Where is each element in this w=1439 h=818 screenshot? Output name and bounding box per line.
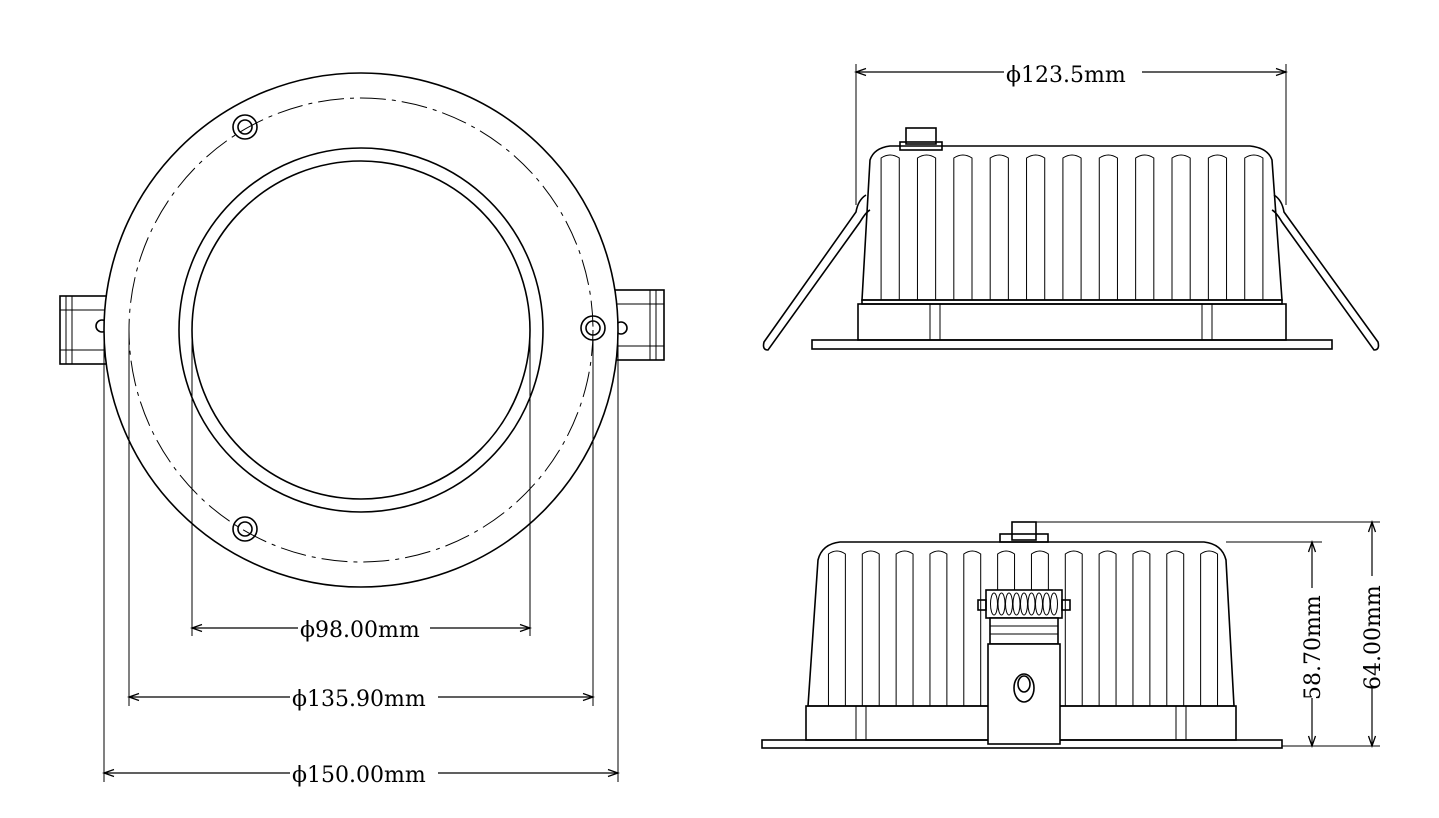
heat-sink-fins-bottom [827,550,1219,706]
label-mid-diameter: ϕ135.90mm [292,687,426,712]
fin [1026,154,1046,300]
side-view-bottom: 58.70mm 64.00mm [761,520,1386,749]
front-view: ϕ98.00mm ϕ135.90mm ϕ150.00mm [59,72,665,788]
label-total-height: 64.00mm [1361,585,1386,690]
fin [916,154,937,300]
left-clip [59,295,109,365]
right-clip [611,289,665,361]
spring-coil [1050,592,1058,616]
fin [929,550,948,706]
screw-top [232,114,258,140]
fin [895,550,914,706]
fin [861,550,880,706]
left-spring-clip [762,194,871,351]
fin [1207,154,1228,300]
fin [953,154,973,300]
fin [1171,154,1191,300]
heat-sink-fins-top [880,154,1264,300]
outer-ring [103,72,619,588]
fin [997,550,1016,706]
fin [1030,550,1049,706]
fin [1166,550,1185,706]
fin [1098,550,1117,706]
fin [1244,154,1264,300]
fin [1132,550,1151,706]
right-spring-clip [1271,194,1380,351]
fin [1200,550,1219,706]
bezel-ring [178,147,544,513]
side-view-top: ϕ123.5mm [762,58,1380,351]
fin [1064,550,1083,706]
fin [989,154,1009,300]
fin [827,550,846,706]
fin [1062,154,1082,300]
label-body-height: 58.70mm [1301,595,1326,700]
fin [1135,154,1155,300]
fin [1098,154,1118,300]
label-inner-diameter: ϕ98.00mm [300,618,420,643]
label-cutout-diameter: ϕ123.5mm [1006,63,1126,88]
fin [880,154,900,300]
label-outer-diameter: ϕ150.00mm [292,763,426,788]
spring-clip-front [977,589,1071,745]
screw-bottom [232,516,258,542]
fin [963,550,982,706]
